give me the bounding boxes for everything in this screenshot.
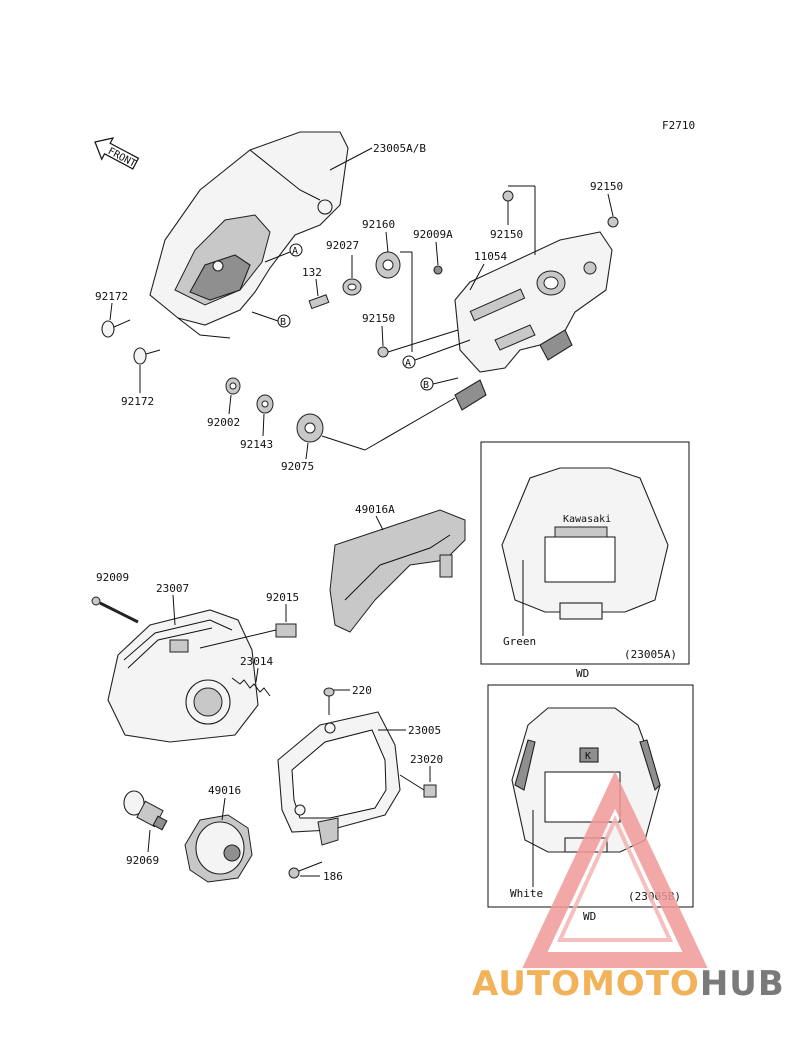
label-clip-92015: 92015: [266, 591, 299, 604]
label-screw-92009: 92009: [96, 571, 129, 584]
label-headlamp-23007: 23007: [156, 582, 189, 595]
bulb-92069: [123, 790, 168, 831]
callout-a2-label: A: [405, 358, 411, 369]
bolt-92150-top: [502, 190, 514, 210]
label-spring-23014: 23014: [240, 655, 273, 668]
callout-a-marker: [289, 243, 303, 257]
housing-23005: [277, 711, 401, 846]
figure-code: F2710: [662, 119, 695, 132]
inset-green-cowl: Kawasaki: [501, 467, 669, 620]
label-cowl: 23005A/B: [373, 142, 426, 155]
collar-92143: [256, 394, 274, 414]
label-collar-92027: 92027: [326, 239, 359, 252]
spring-23014: [231, 677, 271, 697]
callout-b-label: B: [280, 317, 286, 328]
nut-23020: [423, 784, 437, 798]
label-nut-92002: 92002: [207, 416, 240, 429]
label-grommet-92075: 92075: [281, 460, 314, 473]
callout-a-label: A: [292, 246, 298, 257]
callout-b2-label: B: [423, 380, 429, 391]
label-bracket-11054: 11054: [474, 250, 507, 263]
label-washer-92009a: 92009A: [413, 228, 453, 241]
label-bolt-92150-low: 92150: [362, 312, 395, 325]
label-bolt-186: 186: [323, 870, 343, 883]
inset-green-region-label: WD: [576, 667, 589, 680]
inset-green-color-label: Green: [503, 635, 536, 648]
headlamp-unit-23007: [107, 609, 259, 743]
screw-92172-bottom: [133, 347, 161, 365]
screw-92009: [91, 596, 139, 624]
label-screw-220: 220: [352, 684, 372, 697]
label-bolt-92150-top: 92150: [490, 228, 523, 241]
front-arrow-icon: FRONT: [94, 137, 140, 170]
inset-green-code-label: (23005A): [624, 648, 677, 661]
bolt-92150-right: [607, 216, 619, 228]
grommet-92160: [375, 251, 401, 279]
label-nut-23020: 23020: [410, 753, 443, 766]
label-cover-49016a: 49016A: [355, 503, 395, 516]
washer-92009a: [433, 265, 443, 275]
callout-a2-marker: [402, 355, 416, 369]
inset-white-color-label: White: [510, 887, 543, 900]
bolt-186: [288, 861, 323, 879]
bracket-11054: [454, 231, 613, 411]
headlight-cowl: [149, 131, 349, 339]
screw-92172-top: [101, 319, 131, 338]
nut-92002: [225, 377, 241, 395]
watermark-part2: HUB: [700, 964, 785, 1004]
inset-white-region-label: WD: [583, 910, 596, 923]
inset-white-brand: K: [585, 751, 591, 762]
cover-49016a: [329, 509, 466, 633]
label-grommet-92160: 92160: [362, 218, 395, 231]
clip-92015: [275, 623, 297, 638]
label-housing-23005: 23005: [408, 724, 441, 737]
automotohub-watermark-logo: [522, 771, 708, 968]
label-socket-49016: 49016: [208, 784, 241, 797]
bolt-132: [308, 294, 330, 310]
inset-green-brand: Kawasaki: [563, 514, 611, 525]
label-screw-92172-top: 92172: [95, 290, 128, 303]
collar-92027: [342, 278, 362, 296]
watermark-text: AUTOMOTOHUB: [472, 964, 785, 1004]
label-bolt-92150-right: 92150: [590, 180, 623, 193]
watermark-part1: AUTOMOTO: [472, 964, 700, 1004]
socket-49016: [184, 814, 253, 883]
label-bolt-132: 132: [302, 266, 322, 279]
screw-220: [323, 687, 335, 715]
label-screw-92172-bottom: 92172: [121, 395, 154, 408]
bolt-92150-low: [377, 346, 389, 358]
label-collar-92143: 92143: [240, 438, 273, 451]
grommet-92075: [296, 413, 324, 443]
label-bulb-92069: 92069: [126, 854, 159, 867]
